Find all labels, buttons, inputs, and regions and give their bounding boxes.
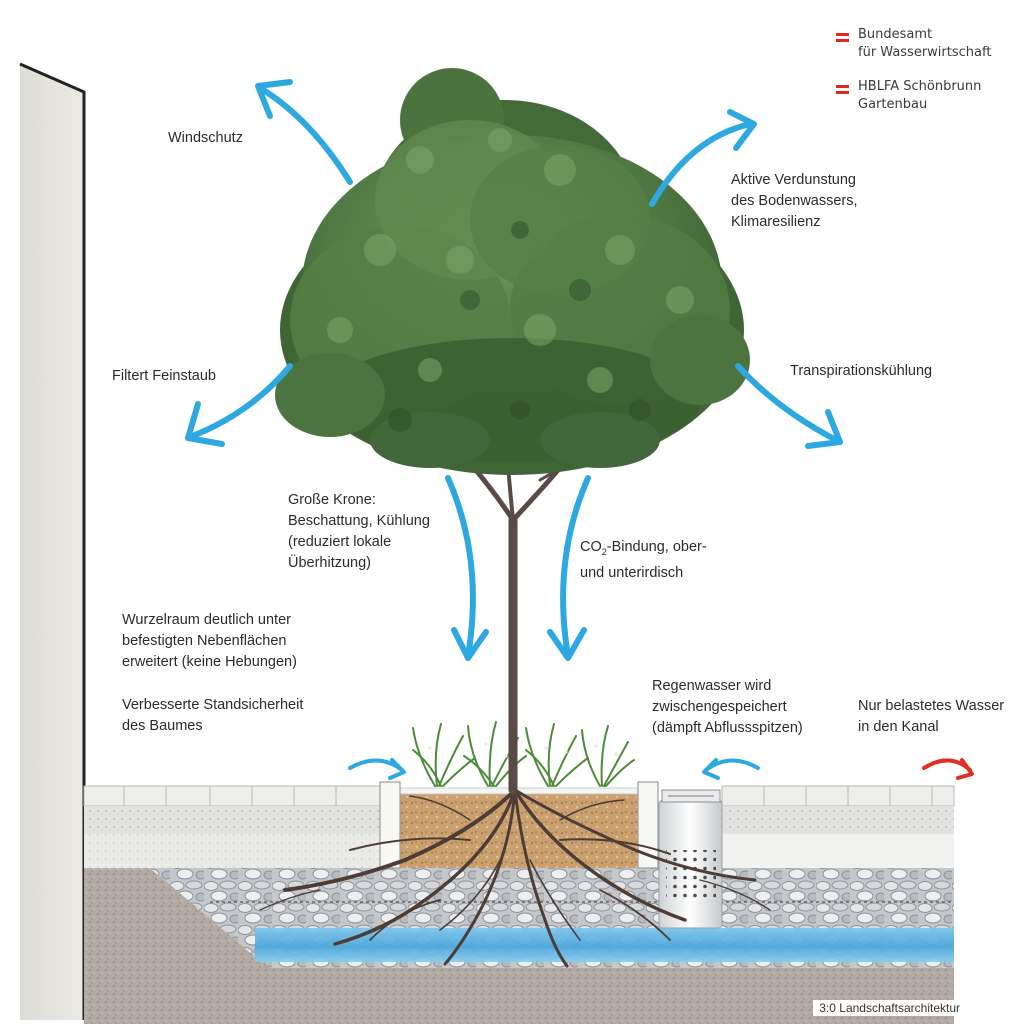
curved-arrow-icon — [702, 758, 760, 780]
label-windschutz: Windschutz — [168, 130, 243, 146]
credit-label: 3:0 Landschaftsarchitektur — [813, 1000, 966, 1016]
label-krone-line: Überhitzung) — [288, 555, 372, 571]
label-kanal-line: in den Kanal — [858, 719, 939, 735]
label-co2-sub: 2 — [601, 546, 607, 557]
label-co2-pre: CO — [580, 539, 602, 555]
logo-bundesamt-line1: Bundesamt — [858, 27, 933, 42]
label-kanal-line: Nur belastetes Wasser — [858, 698, 1005, 714]
label-standsicherheit: Verbesserte Standsicherheit des Baumes — [122, 695, 303, 737]
label-standsicherheit-line: des Baumes — [122, 718, 203, 734]
label-wurzelraum: Wurzelraum deutlich unter befestigten Ne… — [122, 610, 297, 673]
label-regenwasser-line: (dämpft Abflussspitzen) — [652, 720, 803, 736]
label-krone-line: Beschattung, Kühlung — [288, 513, 430, 529]
curved-arrow-icon — [185, 363, 293, 447]
curved-arrow-icon — [735, 363, 843, 449]
root-system — [259, 788, 771, 968]
curved-arrow-icon — [348, 758, 406, 780]
label-regenwasser-line: zwischengespeichert — [652, 699, 787, 715]
pavement-right — [721, 785, 955, 868]
building-wall — [19, 62, 86, 1020]
curved-arrow-icon — [547, 475, 591, 661]
logo-bundesamt: Bundesamt für Wasserwirtschaft — [858, 26, 991, 62]
label-wurzelraum-line: Wurzelraum deutlich unter — [122, 612, 291, 628]
logo-hblfa: HBLFA Schönbrunn Gartenbau — [858, 78, 981, 114]
logo-bundesamt-line2: für Wasserwirtschaft — [858, 45, 992, 60]
label-standsicherheit-line: Verbesserte Standsicherheit — [122, 697, 304, 713]
label-regenwasser-line: Regenwasser wird — [652, 678, 772, 694]
arrows — [185, 79, 974, 780]
label-co2: CO2-Bindung, ober- und unterirdisch — [580, 537, 707, 584]
label-wurzelraum-line: befestigten Nebenflächen — [122, 633, 287, 649]
label-co2-post: -Bindung, ober- — [606, 539, 707, 555]
label-co2-line1: CO2-Bindung, ober- — [580, 537, 707, 563]
label-co2-line2: und unterirdisch — [580, 564, 684, 581]
label-verdunstung-line: Aktive Verdunstung — [731, 172, 856, 188]
label-verdunstung-line: Klimaresilienz — [731, 214, 821, 230]
water-band — [255, 928, 954, 962]
tree-canopy — [275, 68, 750, 475]
label-regenwasser: Regenwasser wird zwischengespeichert (dä… — [652, 676, 803, 739]
label-wurzelraum-line: erweitert (keine Hebungen) — [122, 654, 297, 670]
logo-hblfa-line2: Gartenbau — [858, 97, 928, 112]
label-verdunstung-line: des Bodenwassers, — [731, 193, 858, 209]
label-krone: Große Krone: Beschattung, Kühlung (reduz… — [288, 490, 430, 574]
infiltration-shaft — [658, 789, 723, 929]
pavement-left — [83, 785, 381, 868]
curved-arrow-icon — [255, 79, 353, 185]
curved-arrow-icon — [922, 758, 974, 780]
ornamental-grasses — [412, 721, 635, 787]
label-krone-line: Große Krone: — [288, 492, 376, 508]
label-verdunstung: Aktive Verdunstung des Bodenwassers, Kli… — [731, 170, 858, 233]
curved-arrow-icon — [445, 475, 489, 661]
label-kanal: Nur belastetes Wasser in den Kanal — [858, 696, 1004, 738]
austria-flag-icon — [836, 85, 849, 94]
label-transpiration: Transpirationskühlung — [790, 363, 933, 379]
label-krone-line: (reduziert lokale — [288, 534, 392, 550]
label-feinstaub: Filtert Feinstaub — [112, 368, 216, 384]
logo-hblfa-line1: HBLFA Schönbrunn — [858, 79, 982, 94]
curved-arrow-icon — [649, 109, 757, 207]
austria-flag-icon — [836, 33, 849, 42]
